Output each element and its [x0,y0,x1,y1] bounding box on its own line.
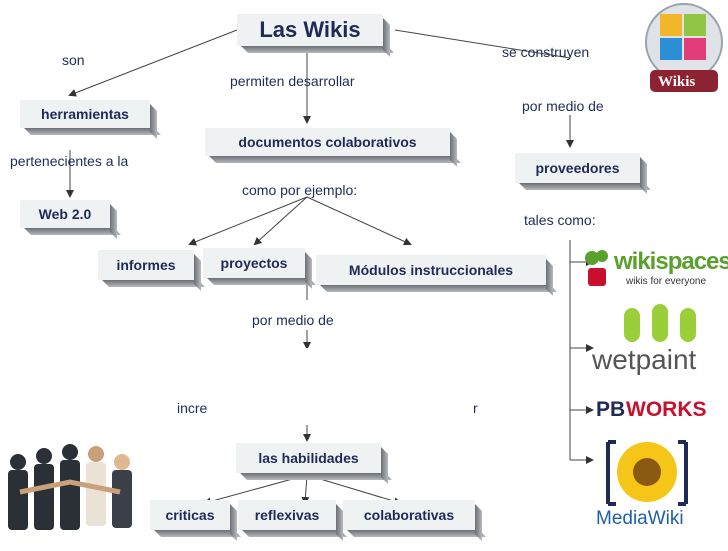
node-modulos: Módulos instruccionales [316,255,557,296]
node-informes-label: informes [116,257,176,273]
wikispaces-tagline: wikis for everyone [626,276,707,287]
node-reflexivas: reflexivas [238,500,347,541]
node-criticas: criticas [150,500,241,541]
node-habilidades: las habilidades [236,443,392,484]
mediawiki-logo: MediaWiki [594,434,704,530]
pbworks-works: WORKS [626,398,707,421]
label-pertenecientes: pertenecientes a la [10,153,129,169]
wetpaint-name: wetpaint [592,344,697,375]
label-permiten-desarrollar: permiten desarrollar [230,73,355,89]
node-documentos-label: documentos colaborativos [238,134,417,150]
label-por-medio-de-1: por medio de [522,98,604,114]
label-r: r [473,400,478,416]
pbworks-logo: PB WORKS [596,398,716,424]
node-proyectos: proyectos [203,248,316,289]
wetpaint-logo: wetpaint [590,300,720,380]
node-habilidades-label: las habilidades [258,450,359,466]
pbworks-pb: PB [596,398,626,421]
node-reflexivas-label: reflexivas [254,507,320,523]
node-herramientas-label: herramientas [41,106,129,122]
label-se-construyen: se construyen [502,44,590,60]
title-box: Las Wikis [237,14,394,57]
node-proveedores-label: proveedores [535,160,620,176]
label-son: son [62,52,85,68]
label-por-medio-de-2: por medio de [252,312,334,328]
node-documentos: documentos colaborativos [205,128,461,167]
mediawiki-name: MediaWiki [596,508,684,529]
node-colaborativas-label: colaborativas [363,507,455,523]
node-web20-label: Web 2.0 [38,206,92,222]
title-text: Las Wikis [259,17,361,42]
label-incre: incre [177,400,208,416]
node-proyectos-label: proyectos [220,255,288,271]
node-web20: Web 2.0 [20,200,121,239]
label-tales-como: tales como: [524,212,596,228]
team-photo [0,432,148,546]
node-proveedores: proveedores [515,153,651,194]
occluded-area [213,348,413,398]
node-informes: informes [98,250,205,291]
wikispaces-name: wikispaces [614,248,728,275]
node-modulos-label: Módulos instruccionales [348,262,514,278]
node-colaborativas: colaborativas [343,500,486,541]
wikispaces-logo: wikispaces wikis for everyone [582,248,728,290]
node-criticas-label: criticas [165,507,215,523]
node-herramientas: herramientas [20,100,161,139]
wikis-badge-text: Wikis [658,74,696,90]
wikis-globe-logo: Wikis [640,0,728,98]
label-como-por-ejemplo: como por ejemplo: [242,182,358,198]
